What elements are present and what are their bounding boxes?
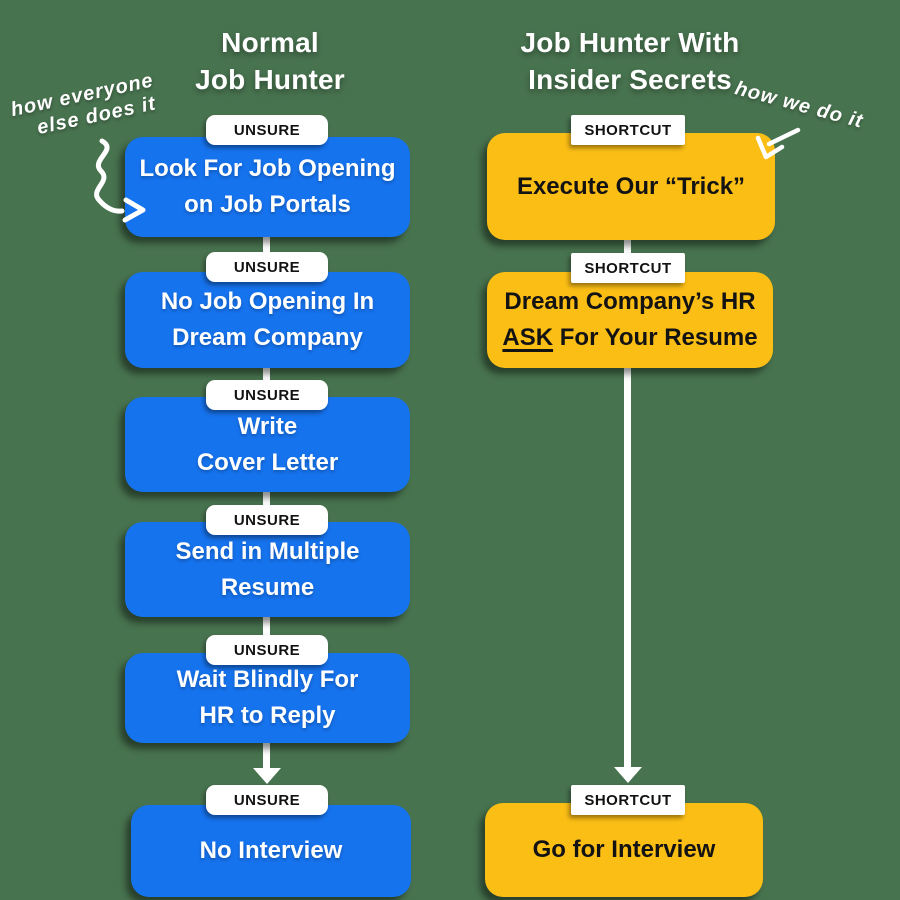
down-arrowhead-icon bbox=[614, 767, 642, 783]
box-text-line1: Look For Job Opening bbox=[139, 155, 396, 182]
unsure-badge: UNSURE bbox=[206, 635, 328, 665]
box-text-line1: Dream Company’s HR bbox=[504, 288, 756, 315]
box-text-line1: Send in Multiple bbox=[175, 537, 360, 565]
unsure-badge: UNSURE bbox=[206, 115, 328, 145]
right-column-title: Job Hunter With Insider Secrets bbox=[470, 24, 790, 98]
shortcut-badge: SHORTCUT bbox=[571, 785, 685, 815]
flow-box-go-for-interview: Go for Interview bbox=[485, 803, 763, 897]
shortcut-badge: SHORTCUT bbox=[571, 253, 685, 283]
flow-box-execute-trick: Execute Our “Trick” bbox=[487, 133, 775, 240]
unsure-badge: UNSURE bbox=[206, 505, 328, 535]
box-text-line2: on Job Portals bbox=[184, 191, 351, 218]
flow-box-hr-asks-resume: Dream Company’s HR ASK For Your Resume bbox=[487, 272, 773, 368]
down-arrowhead-icon bbox=[253, 768, 281, 784]
right-title-line2: Insider Secrets bbox=[528, 64, 732, 95]
left-title-line1: Normal bbox=[221, 27, 319, 58]
flow-box-write-cover-letter: Write Cover Letter bbox=[125, 397, 410, 492]
box-text-line1: Go for Interview bbox=[532, 836, 716, 863]
box-text-line2: Resume bbox=[220, 573, 315, 601]
connector-line bbox=[624, 239, 631, 255]
squiggle-arrow-icon bbox=[94, 138, 146, 223]
unsure-badge: UNSURE bbox=[206, 252, 328, 282]
box-text-line1: Execute Our “Trick” bbox=[516, 172, 746, 200]
box-text-ask-underlined: ASK bbox=[502, 324, 554, 351]
connector-line bbox=[263, 236, 270, 255]
left-annotation: how everyone else does it bbox=[9, 69, 161, 144]
connector-line bbox=[263, 491, 270, 508]
box-text-line2: Cover Letter bbox=[196, 448, 339, 476]
box-text-line2: Dream Company bbox=[172, 324, 363, 351]
flow-box-look-for-job-opening: Look For Job Opening on Job Portals bbox=[125, 137, 410, 237]
flow-box-no-interview: No Interview bbox=[131, 805, 411, 897]
box-text-line1: Wait Blindly For bbox=[176, 666, 359, 693]
box-text-line1: No Interview bbox=[199, 837, 343, 864]
unsure-badge: UNSURE bbox=[206, 785, 328, 815]
box-text-line1: No Job Opening In bbox=[160, 288, 375, 315]
flow-box-wait-blindly: Wait Blindly For HR to Reply bbox=[125, 653, 410, 743]
connector-line bbox=[263, 741, 270, 770]
box-text-line2: HR to Reply bbox=[199, 702, 336, 729]
flow-box-send-multiple-resume: Send in Multiple Resume bbox=[125, 522, 410, 617]
connector-line bbox=[263, 616, 270, 638]
right-title-line1: Job Hunter With bbox=[520, 27, 740, 58]
unsure-badge: UNSURE bbox=[206, 380, 328, 410]
left-title-line2: Job Hunter bbox=[195, 64, 345, 95]
shortcut-badge: SHORTCUT bbox=[571, 115, 685, 145]
connector-line-long bbox=[624, 367, 631, 768]
box-text-line1: Write bbox=[237, 412, 298, 440]
box-text-line2-rest: For Your Resume bbox=[553, 324, 758, 351]
connector-line bbox=[263, 367, 270, 383]
left-column-title: Normal Job Hunter bbox=[110, 24, 430, 98]
flow-box-no-job-opening: No Job Opening In Dream Company bbox=[125, 272, 410, 368]
down-arrow-sketch-icon bbox=[755, 127, 801, 160]
